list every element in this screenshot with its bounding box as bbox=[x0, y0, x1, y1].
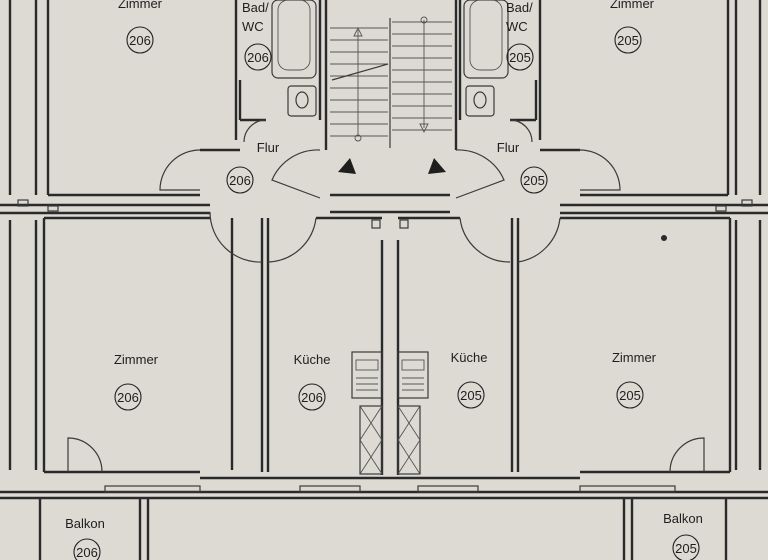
entrance-arrow-right-icon bbox=[428, 158, 446, 174]
room-flur-206: Flur 206 bbox=[226, 140, 280, 194]
room-label: Zimmer bbox=[114, 352, 159, 367]
room-number: 205 bbox=[509, 50, 531, 65]
room-kueche-206: Küche 206 bbox=[294, 352, 331, 411]
room-label: Bad/ bbox=[242, 0, 269, 15]
windows bbox=[17, 199, 753, 493]
room-zimmer-205-top: Zimmer 205 bbox=[610, 0, 655, 54]
room-zimmer-205: Zimmer 205 bbox=[612, 350, 657, 409]
room-number: 206 bbox=[229, 173, 251, 188]
staircase bbox=[330, 16, 452, 142]
room-number: 206 bbox=[76, 545, 98, 560]
stove-left bbox=[351, 351, 383, 399]
room-zimmer-206: Zimmer 206 bbox=[114, 352, 159, 411]
ventilation-shaft-right bbox=[397, 405, 421, 475]
marker-dot bbox=[661, 235, 667, 241]
room-balkon-205: Balkon 205 bbox=[663, 511, 703, 560]
room-number: 205 bbox=[460, 388, 482, 403]
room-zimmer-206-top: Zimmer 206 bbox=[118, 0, 163, 54]
room-number: 206 bbox=[247, 50, 269, 65]
room-label: Balkon bbox=[663, 511, 703, 526]
door-swings bbox=[67, 119, 705, 473]
room-label: Küche bbox=[451, 350, 488, 365]
room-label: Zimmer bbox=[612, 350, 657, 365]
room-number: 206 bbox=[301, 390, 323, 405]
room-number: 205 bbox=[523, 173, 545, 188]
room-label: Bad/ bbox=[506, 0, 533, 15]
room-flur-205: Flur 205 bbox=[497, 140, 548, 194]
toilet-left bbox=[287, 85, 317, 117]
room-bad-206: Bad/ WC 206 bbox=[242, 0, 272, 71]
pillar bbox=[399, 219, 409, 229]
room-number: 206 bbox=[117, 390, 139, 405]
bathtub-left bbox=[271, 0, 317, 79]
stove-right bbox=[397, 351, 429, 399]
bathtub-right bbox=[463, 0, 509, 79]
room-balkon-206: Balkon 206 bbox=[65, 516, 105, 560]
room-number: 205 bbox=[675, 541, 697, 556]
room-number: 205 bbox=[619, 388, 641, 403]
room-label: Zimmer bbox=[610, 0, 655, 11]
room-number: 206 bbox=[129, 33, 151, 48]
room-label: Balkon bbox=[65, 516, 105, 531]
room-kueche-205: Küche 205 bbox=[451, 350, 488, 409]
entrance-arrow-left-icon bbox=[338, 158, 356, 174]
room-bad-205: Bad/ WC 205 bbox=[506, 0, 534, 71]
room-label-line2: WC bbox=[506, 19, 528, 34]
pillar bbox=[371, 219, 381, 229]
room-number: 205 bbox=[617, 33, 639, 48]
toilet-right bbox=[465, 85, 495, 117]
room-label: Flur bbox=[497, 140, 520, 155]
room-label: Zimmer bbox=[118, 0, 163, 11]
room-label-line2: WC bbox=[242, 19, 264, 34]
ventilation-shaft-left bbox=[359, 405, 383, 475]
room-label: Flur bbox=[257, 140, 280, 155]
room-label: Küche bbox=[294, 352, 331, 367]
